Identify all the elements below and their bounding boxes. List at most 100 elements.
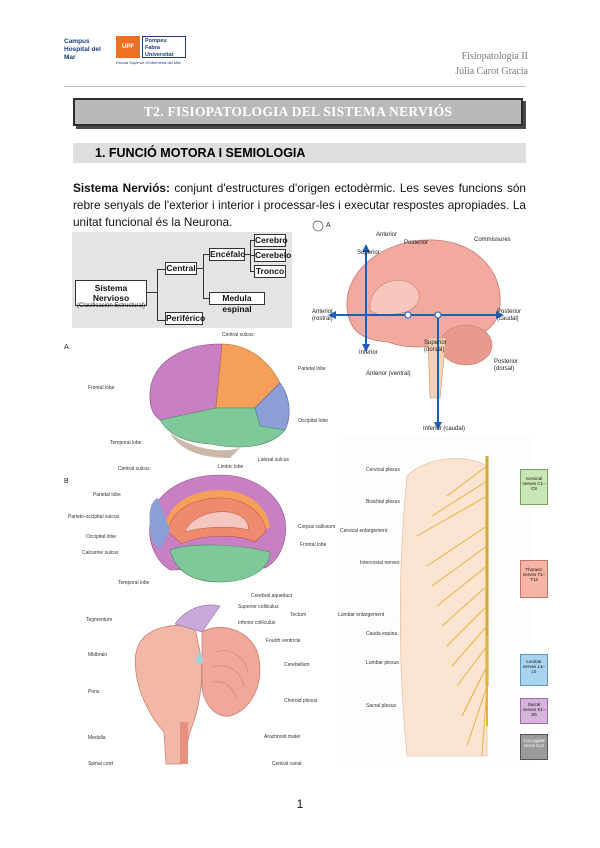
connector: [245, 254, 250, 255]
lateral-brain-figure: [149, 343, 290, 458]
label-medial-parietal: Parietal lobe: [93, 492, 121, 498]
connector: [157, 269, 158, 321]
label-medial-limbic: Limbic lobe: [218, 464, 244, 470]
label-medial-central-sulcus: Central sulcus: [118, 466, 150, 472]
commissure-marker: [404, 311, 412, 319]
label-cerebellum: Cerebellum: [284, 662, 310, 668]
label-inferior-caudal: Inferior (caudal): [423, 426, 466, 432]
medial-brain-figure: [149, 474, 286, 583]
section-heading: 1. FUNCIÓ MOTORA I SEMIOLOGIA: [95, 146, 306, 160]
label-anterior-rostral: Anterior (rostral): [312, 309, 334, 322]
document-title: T2. FISIOPATOLOGIA DEL SISTEMA NERVIÓS: [73, 98, 523, 126]
lumbar-nerves-box: Lumbar nerves L1–L5: [520, 654, 548, 686]
label-posterior-top: Posterior: [404, 240, 429, 246]
lateral-frontal-lobe: [149, 343, 223, 421]
label-arachnoid-mater: Arachnoid mater: [264, 734, 301, 740]
course-name: Fisiopatologia II: [461, 51, 528, 62]
lateral-temporal-lobe: [159, 407, 286, 448]
cerebellum-folia: [211, 650, 249, 701]
label-lateral-central-sulcus: Central sulcus: [222, 332, 254, 338]
label-inferior: Inferior: [359, 350, 378, 356]
label-cervical-plexus: Cervical plexus: [366, 467, 400, 473]
label-central-canal: Central canal: [272, 761, 302, 767]
node-sistema-nervioso: Sistema Nervioso (Clasificación Estructu…: [75, 280, 147, 309]
connector: [250, 240, 251, 272]
lateral-base: [170, 433, 240, 458]
label-intercostal-nerves: Intercostal nerves: [360, 560, 400, 566]
intro-term: Sistema Nerviós:: [73, 181, 170, 195]
label-superior: Superior: [357, 250, 380, 256]
node-root-label: Sistema Nervioso: [92, 283, 130, 303]
page-number: 1: [296, 797, 304, 811]
label-midbrain: Midbrain: [88, 652, 108, 658]
brainstem-tectum: [174, 604, 221, 633]
label-brachial-plexus: Brachial plexus: [366, 499, 400, 505]
brainstem-cerebellum: [201, 627, 261, 717]
label-medial-corpus-callosum: Corpus callosum: [298, 524, 336, 530]
header-divider: [64, 86, 526, 87]
connector: [203, 254, 204, 298]
label-lateral-occipital: Occipital lobe: [298, 418, 329, 424]
cervical-nerves-box: Cervical nerves C1–C8: [520, 469, 548, 505]
node-encefalo: Encéfalo: [209, 248, 246, 261]
commissure-marker: [434, 311, 442, 319]
arrowhead: [496, 311, 504, 319]
section-heading-bg: [73, 143, 526, 163]
logo-campus-hospital-del-mar: Campus Hospital del Mar: [64, 38, 101, 61]
logo-group: Campus Hospital del Mar UPF Pompeu Fabra…: [64, 36, 190, 72]
spinal-nerves-figure: Cervical nerves C1–C8 Thoracic nerves T1…: [337, 436, 548, 766]
label-commissures: Commissures: [474, 237, 511, 243]
panel-marker: [312, 220, 324, 232]
label-superior-dorsal: Superior (dorsal): [424, 340, 447, 353]
arrowhead: [328, 311, 336, 319]
logo-upf: UPF: [116, 36, 140, 58]
node-cerebro: Cerebro: [254, 234, 288, 247]
label-medial-temporal: Temporal lobe: [118, 580, 150, 586]
medial-panel-label: B: [64, 478, 69, 485]
label-choroid-plexus: Choroid plexus: [284, 698, 318, 704]
arrowhead: [362, 344, 370, 352]
sacral-nerves-box: Sacral nerves S1–S5: [520, 698, 548, 724]
spinal-nerves-drawing: [399, 456, 489, 757]
classification-diagram: Sistema Nervioso (Clasificación Estructu…: [72, 232, 292, 328]
medial-corpus-callosum: [184, 511, 249, 533]
connector: [157, 320, 165, 321]
connector: [203, 254, 209, 255]
header-meta: Fisiopatologia II Júlia Carot Gracia: [455, 49, 528, 79]
connector: [250, 240, 254, 241]
label-tectum: Tectum: [290, 612, 307, 618]
coccygeal-nerve-box: Coccygeal nerve Co1: [520, 734, 548, 760]
connector: [250, 271, 254, 272]
node-root-sublabel: (Clasificación Estructural): [76, 303, 146, 309]
directions-panel-label: A: [326, 222, 331, 229]
label-lateral-sulcus: Lateral sulcus: [258, 457, 289, 463]
spinal-nerve-branches: [416, 465, 488, 757]
label-lateral-parietal: Parietal lobe: [298, 366, 326, 372]
label-medial-occipital: Occipital lobe: [86, 534, 117, 540]
label-cerebral-aqueduct: Cerebral aqueduct: [251, 593, 293, 599]
connector: [147, 292, 157, 293]
brainstem-body: [134, 625, 203, 765]
label-sacral-plexus: Sacral plexus: [366, 703, 397, 709]
intro-paragraph: Sistema Nerviós: conjunt d'estructures d…: [73, 180, 526, 231]
brain-directions-figure: [312, 220, 504, 430]
logo-subtitle: Escola Superior d'Infermeria del Mar: [116, 60, 181, 65]
medial-temporal-lobe: [169, 544, 271, 583]
label-medial-frontal: Frontal lobe: [300, 542, 327, 548]
connector: [197, 268, 203, 269]
label-anterior-top: Anterior: [376, 232, 398, 238]
label-posterior-caudal: Posterior (caudal): [497, 309, 522, 322]
label-medial-calcarine: Calcarine sulcus: [82, 550, 119, 556]
label-pons: Pons: [88, 689, 100, 695]
fourth-ventricle: [196, 652, 203, 664]
label-fourth-ventricle: Fourth ventricle: [266, 638, 301, 644]
connector: [203, 298, 209, 299]
logo-pompeu-fabra: Pompeu Fabra Universitat: [142, 36, 186, 58]
label-anterior-ventral: Anterior (ventral): [366, 371, 411, 377]
node-tronco: Tronco: [254, 265, 286, 278]
label-medial-parieto-occipital: Parieto-occipital sulcus: [68, 514, 120, 520]
lateral-panel-label: A: [64, 344, 69, 351]
node-periferico: Periférico: [165, 312, 206, 325]
intro-text: conjunt d'estructures d'origen ectodèrmi…: [73, 181, 526, 229]
label-tegmentum: Tegmentum: [86, 617, 113, 623]
